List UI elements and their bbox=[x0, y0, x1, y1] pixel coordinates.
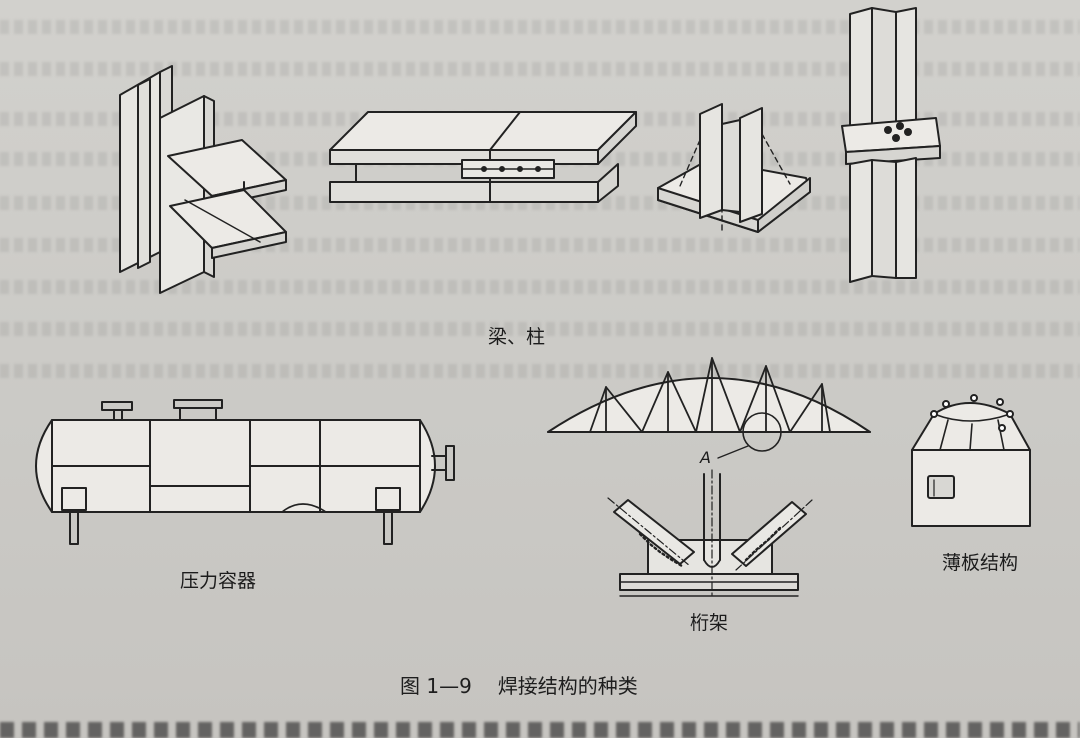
bleed-through-text bbox=[0, 20, 1080, 34]
pressure-vessel-icon bbox=[35, 399, 455, 545]
beam-column-joint-icon bbox=[119, 65, 287, 294]
figure-number: 图 1—9 bbox=[400, 674, 472, 698]
truss-node-detail-icon bbox=[607, 469, 813, 597]
label-thin-plate: 薄板结构 bbox=[942, 552, 1019, 574]
label-pressure-vessel: 压力容器 bbox=[180, 570, 257, 592]
column-base-icon bbox=[657, 103, 811, 233]
truss-icon bbox=[547, 357, 871, 459]
bleed-through-text bbox=[0, 280, 1080, 294]
column-splice-icon bbox=[841, 7, 941, 283]
bleed-through-text bbox=[0, 62, 1080, 76]
beam-splice-icon bbox=[329, 111, 637, 203]
bleed-through-text bbox=[0, 322, 1080, 336]
cut-off-text-line bbox=[0, 722, 1080, 738]
bleed-through-text bbox=[0, 364, 1080, 378]
thin-plate-structure-icon bbox=[911, 394, 1031, 527]
label-beam-column: 梁、柱 bbox=[488, 326, 546, 348]
figure-title: 焊接结构的种类 bbox=[497, 674, 638, 698]
label-detail-mark: A bbox=[700, 448, 711, 467]
figure-caption: 图 1—9 焊接结构的种类 bbox=[400, 670, 664, 699]
label-truss: 桁架 bbox=[690, 612, 729, 634]
